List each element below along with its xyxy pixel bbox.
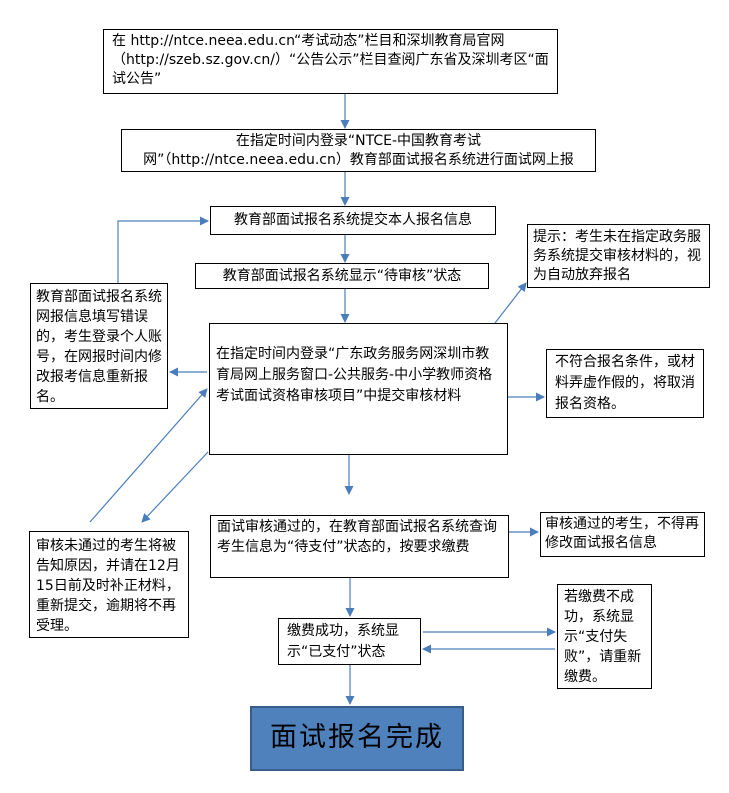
note-error-fix: 教育部面试报名系统网报信息填写错误的，考生登录个人账号，在网报时间内修改报考信息… [30,283,168,409]
step-submit-materials: 在指定时间内登录“广东政务服务网深圳市教育局网上服务窗口-公共服务-中小学教师资… [209,323,508,455]
arrow-s5-notpassed [141,451,209,523]
note-disqualify: 不符合报名条件，或材料弄虚作假的，将取消报名资格。 [546,349,704,418]
arrow-s5-tip [494,282,527,324]
step-pay-fee: 面试审核通过的，在教育部面试报名系统查询考生信息为“待支付”状态的，按要求缴费 [210,515,509,578]
final-registration-complete: 面试报名完成 [250,706,464,771]
arrow-notpassed-s5 [89,388,208,523]
note-pay-fail: 若缴费不成功，系统显示“支付失败”，请重新缴费。 [557,584,652,689]
note-tip-abandon: 提示：考生未在指定政务服务系统提交审核材料的，视为自动放弃报名 [527,224,710,288]
step-submit-info: 教育部面试报名系统提交本人报名信息 [210,206,496,235]
step-payment-success: 缴费成功，系统显示“已支付”状态 [278,618,421,665]
arrow-errorfix-s3 [117,216,209,283]
step-online-registration: 在指定时间内登录“NTCE-中国教育考试网”（http://ntce.neea.… [121,129,596,172]
note-not-passed: 审核未通过的考生将被告知原因，并请在12月15日前及时补正材料，重新提交，逾期将… [29,531,189,638]
step-check-announcement: 在 http://ntce.neea.edu.cn“考试动态”栏目和深圳教育局官… [103,29,558,94]
note-no-modify: 审核通过的考生，不得再修改面试报名信息 [540,512,705,557]
step-pending-review: 教育部面试报名系统显示“待审核”状态 [195,263,489,289]
